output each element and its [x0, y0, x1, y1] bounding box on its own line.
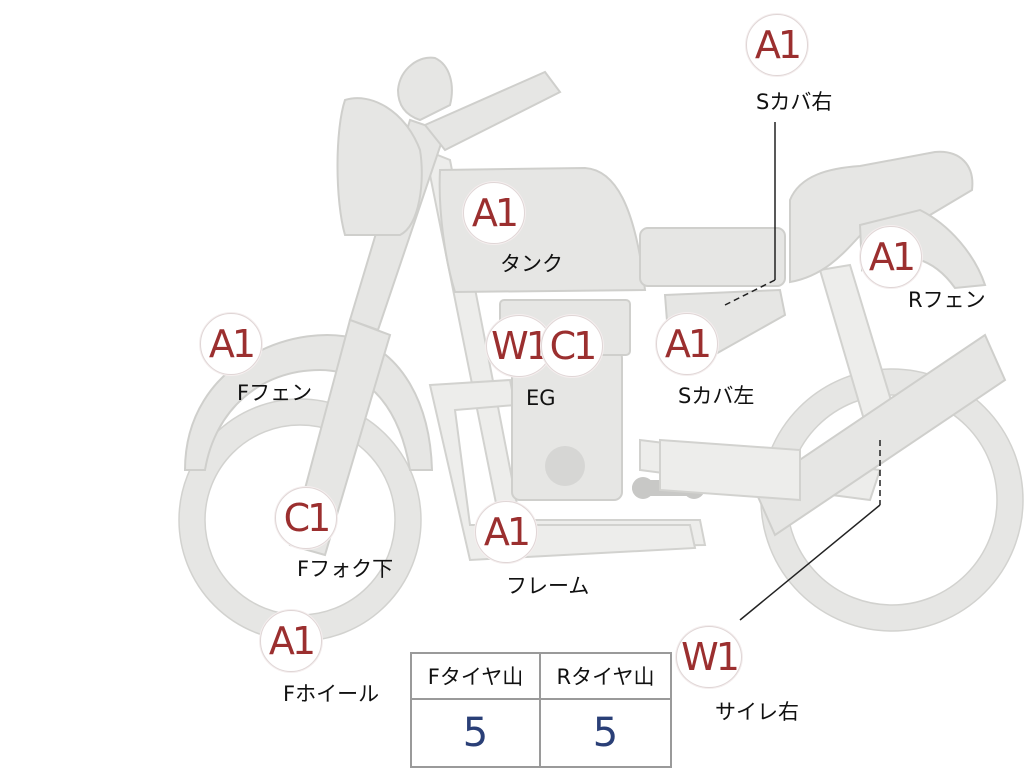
grade-badge-f-wheel: A1: [260, 610, 322, 672]
grade-badge-f-fork-lower: C1: [275, 487, 337, 549]
part-label-s-cover-left: Sカバ左: [678, 384, 755, 408]
handlebar: [423, 70, 562, 152]
tire-tread-table: Fタイヤ山 Rタイヤ山 5 5: [410, 652, 672, 768]
engine-cover: [545, 446, 585, 486]
mirror: [396, 56, 453, 122]
front-tire-tread-value: 5: [412, 700, 541, 766]
grade-badge-tank: A1: [463, 182, 525, 244]
rear-tire-tread-header: Rタイヤ山: [541, 654, 670, 700]
part-label-f-wheel: Fホイール: [283, 682, 380, 706]
grade-badge-r-fender: A1: [860, 226, 922, 288]
front-tire-tread-header: Fタイヤ山: [412, 654, 541, 700]
part-label-s-cover-right: Sカバ右: [756, 90, 833, 114]
part-label-tank: タンク: [500, 252, 563, 276]
grade-badge-engine-c: C1: [541, 315, 603, 377]
grade-badge-s-cover-left: A1: [656, 313, 718, 375]
part-label-frame: フレーム: [506, 574, 590, 598]
rear-tire-tread-value: 5: [592, 710, 619, 756]
part-label-f-fender: Fフェン: [237, 381, 313, 405]
seat: [789, 150, 974, 284]
grade-badge-f-fender: A1: [200, 313, 262, 375]
part-label-muffler-right: サイレ右: [715, 700, 799, 724]
grade-badge-frame: A1: [475, 501, 537, 563]
headlight: [336, 97, 423, 236]
muffler: [753, 333, 1007, 537]
part-label-engine: EG: [526, 386, 556, 410]
part-label-r-fender: Rフェン: [908, 288, 986, 312]
part-label-f-fork-lower: Fフォク下: [297, 557, 394, 581]
grade-badge-s-cover-right: A1: [746, 14, 808, 76]
grade-badge-muffler-right: W1: [676, 626, 742, 688]
